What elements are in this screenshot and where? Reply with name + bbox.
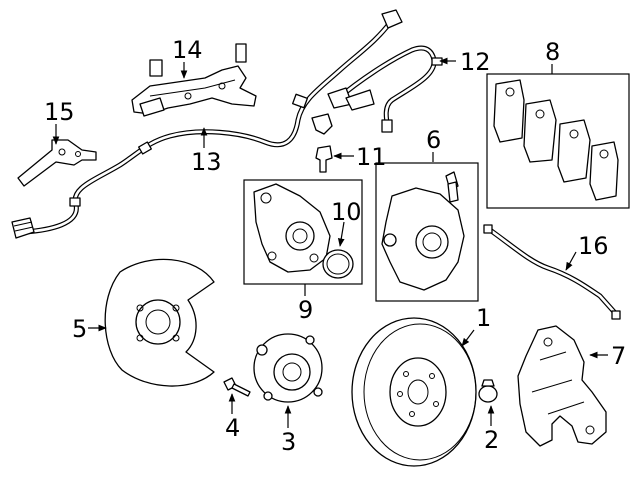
part-2-screw[interactable] <box>478 379 498 403</box>
part-15-bracket[interactable] <box>17 139 97 187</box>
callout-10: 10 <box>331 198 362 226</box>
callout-9: 9 <box>298 296 313 324</box>
callout-5: 5 <box>72 315 87 343</box>
callout-2: 2 <box>484 426 499 454</box>
part-14-bracket[interactable] <box>131 43 257 117</box>
part-10-o-ring[interactable] <box>322 249 354 279</box>
leader-lines <box>52 57 608 428</box>
part-8-brake-pads[interactable] <box>493 79 619 201</box>
part-16-brake-hose[interactable] <box>483 224 621 320</box>
callout-11: 11 <box>356 143 387 171</box>
part-7-caliper-carrier[interactable] <box>517 325 607 447</box>
callout-14: 14 <box>172 36 203 64</box>
callout-8: 8 <box>545 38 560 66</box>
callout-3: 3 <box>281 428 296 456</box>
callout-4: 4 <box>225 414 240 442</box>
callout-15: 15 <box>44 98 75 126</box>
part-9-actuator[interactable] <box>253 183 331 273</box>
callout-16: 16 <box>578 232 609 260</box>
part-11-sensor[interactable] <box>315 145 333 173</box>
callout-1: 1 <box>476 304 491 332</box>
part-8-box <box>486 73 630 209</box>
part-13-harness[interactable] <box>11 9 403 239</box>
part-5-dust-shield[interactable] <box>104 258 215 387</box>
callout-12: 12 <box>460 48 491 76</box>
part-6-caliper[interactable] <box>381 171 465 291</box>
callout-6: 6 <box>426 126 441 154</box>
part-1-brake-rotor[interactable] <box>351 317 477 467</box>
callout-7: 7 <box>611 342 626 370</box>
part-4-bolt[interactable] <box>223 377 251 397</box>
part-12-wear-sensor[interactable] <box>327 45 443 133</box>
part-9-box <box>243 179 363 285</box>
part-3-wheel-hub[interactable] <box>253 333 323 403</box>
part-6-box <box>375 162 479 302</box>
callout-13: 13 <box>191 148 222 176</box>
